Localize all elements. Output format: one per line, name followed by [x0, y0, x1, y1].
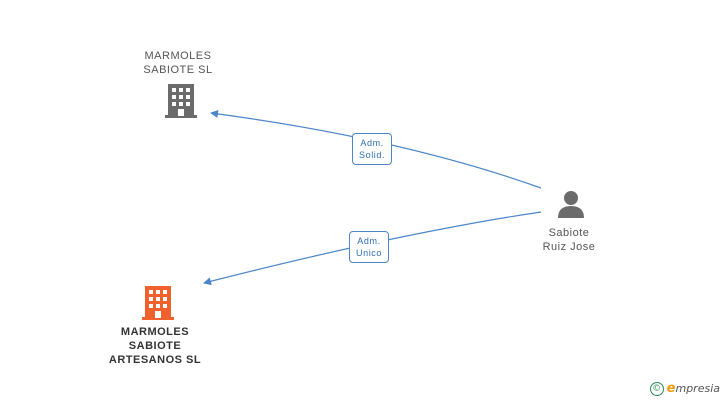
company-top-label[interactable]: MARMOLES SABIOTE SL	[128, 49, 228, 77]
person-icon[interactable]	[557, 190, 585, 218]
company-bottom-name-line2: SABIOTE	[128, 340, 182, 352]
building-icon[interactable]	[165, 84, 197, 118]
edge-label-line1: Adm.	[360, 138, 384, 148]
edge-label-line2: Solid.	[359, 150, 386, 160]
person-label[interactable]: Sabiote Ruiz Jose	[519, 226, 619, 254]
edge-label-adm-unico: Adm. Unico	[349, 231, 390, 263]
brand-watermark: © empresia	[649, 381, 720, 396]
brand-logo-name: mpresia	[675, 382, 720, 395]
copyright-icon: ©	[649, 381, 664, 396]
company-bottom-label[interactable]: MARMOLES SABIOTE ARTESANOS SL	[95, 325, 215, 367]
company-bottom-name-line3: ARTESANOS SL	[108, 354, 202, 366]
edge-label-line1: Adm.	[357, 236, 381, 246]
company-bottom-name-line1: MARMOLES	[120, 326, 190, 338]
brand-logo-initial: e	[666, 381, 676, 396]
edge-label-adm-solid: Adm. Solid.	[352, 133, 393, 165]
company-top-name-line1: MARMOLES	[144, 50, 212, 62]
person-name-line2: Ruiz Jose	[542, 241, 596, 253]
company-top-name-line2: SABIOTE SL	[143, 64, 213, 76]
building-icon[interactable]	[142, 286, 174, 320]
person-name-line1: Sabiote	[548, 227, 590, 239]
edge-label-line2: Unico	[356, 248, 383, 258]
